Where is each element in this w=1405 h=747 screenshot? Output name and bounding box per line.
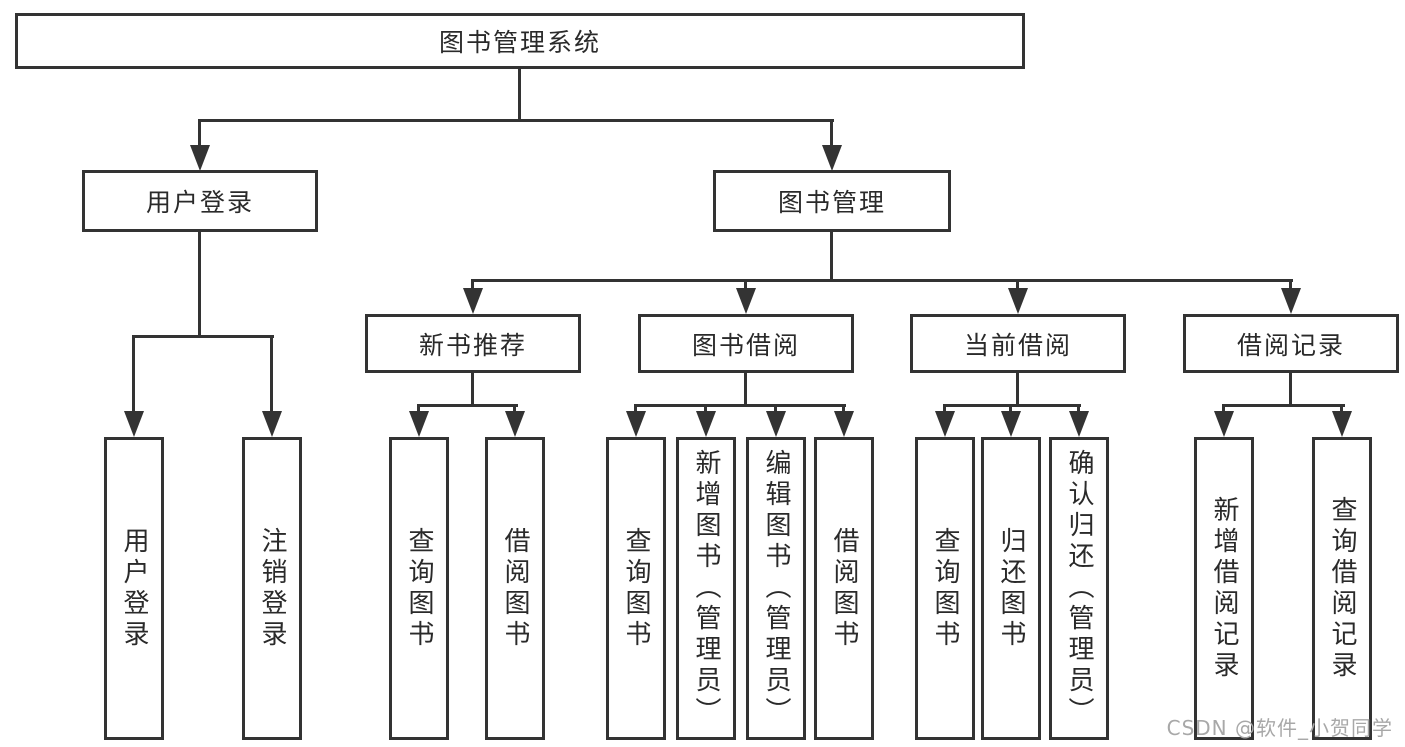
csdn-watermark: CSDN @软件_小贺同学 (1166, 716, 1393, 740)
node-label: 查询图书 (404, 526, 434, 651)
arrowhead-down (262, 411, 282, 437)
leaf-nb-borrow-books: 借阅图书 (485, 437, 545, 740)
leaf-user-login: 用户登录 (104, 437, 164, 740)
connector-line (744, 371, 747, 407)
connector-line (198, 119, 834, 122)
leaf-br-query-record: 查询借阅记录 (1312, 437, 1372, 740)
leaf-bb-edit-books-admin: 编辑图书（管理员） (746, 437, 806, 740)
connector-line (774, 404, 777, 413)
node-label: 借阅图书 (829, 526, 859, 651)
connector-line (417, 404, 420, 413)
connector-line (830, 119, 833, 150)
arrowhead-down (935, 411, 955, 437)
node-user-login: 用户登录 (82, 170, 318, 232)
connector-line (943, 404, 946, 413)
connector-line (270, 335, 273, 413)
node-label: 查询图书 (930, 526, 960, 651)
node-current-borrowing: 当前借阅 (910, 314, 1126, 373)
arrowhead-down (626, 411, 646, 437)
connector-line (1340, 404, 1343, 413)
leaf-cb-query-books: 查询图书 (915, 437, 975, 740)
connector-line (634, 404, 846, 407)
node-label: 归还图书 (996, 526, 1026, 651)
leaf-bb-add-books-admin: 新增图书（管理员） (676, 437, 736, 740)
connector-line (471, 279, 474, 292)
connector-line (744, 279, 747, 292)
connector-line (132, 335, 135, 413)
leaf-bb-query-books: 查询图书 (606, 437, 666, 740)
arrowhead-down (1281, 288, 1301, 314)
node-label: 图书管理系统 (438, 28, 601, 57)
node-new-book-recommend: 新书推荐 (365, 314, 581, 373)
node-label: 新增图书（管理员） (691, 449, 721, 728)
connector-line (704, 404, 707, 413)
arrowhead-down (1214, 411, 1234, 437)
connector-line (1009, 404, 1012, 413)
arrowhead-down (1008, 288, 1028, 314)
arrowhead-down (463, 288, 483, 314)
leaf-cb-return-books: 归还图书 (981, 437, 1041, 740)
node-label: 确认归还（管理员） (1064, 449, 1094, 728)
node-label: 当前借阅 (963, 330, 1072, 360)
arrowhead-down (190, 145, 210, 171)
node-label: 借阅图书 (500, 526, 530, 651)
connector-line (943, 404, 1081, 407)
connector-line (1289, 371, 1292, 407)
connector-line (1016, 279, 1019, 292)
arrowhead-down (766, 411, 786, 437)
leaf-bb-borrow-books: 借阅图书 (814, 437, 874, 740)
connector-line (1016, 371, 1019, 407)
leaf-cb-confirm-return-admin: 确认归还（管理员） (1049, 437, 1109, 740)
node-label: 查询借阅记录 (1327, 495, 1357, 682)
connector-line (471, 371, 474, 407)
arrowhead-down (505, 411, 525, 437)
connector-line (842, 404, 845, 413)
node-label: 图书借阅 (691, 330, 800, 360)
node-label: 查询图书 (621, 526, 651, 651)
node-book-borrowing: 图书借阅 (638, 314, 854, 373)
node-library-management-system: 图书管理系统 (15, 13, 1025, 69)
node-label: 图书管理 (777, 188, 886, 217)
arrowhead-down (696, 411, 716, 437)
arrowhead-down (1069, 411, 1089, 437)
arrowhead-down (124, 411, 144, 437)
connector-line (198, 119, 201, 150)
node-label: 注销登录 (257, 526, 287, 651)
arrowhead-down (736, 288, 756, 314)
node-label: 编辑图书（管理员） (761, 449, 791, 728)
node-label: 借阅记录 (1236, 330, 1345, 360)
node-label: 新增借阅记录 (1209, 495, 1239, 682)
connector-line (417, 404, 518, 407)
arrowhead-down (1001, 411, 1021, 437)
arrowhead-down (822, 145, 842, 171)
arrowhead-down (834, 411, 854, 437)
leaf-br-add-record: 新增借阅记录 (1194, 437, 1254, 740)
arrowhead-down (1332, 411, 1352, 437)
leaf-logout: 注销登录 (242, 437, 302, 740)
connector-line (132, 335, 274, 338)
leaf-nb-query-books: 查询图书 (389, 437, 449, 740)
connector-line (634, 404, 637, 413)
node-book-management: 图书管理 (713, 170, 951, 232)
connector-line (471, 279, 1293, 282)
connector-line (830, 229, 833, 282)
node-label: 用户登录 (119, 526, 149, 651)
connector-line (513, 404, 516, 413)
connector-line (518, 66, 521, 121)
connector-line (198, 229, 201, 338)
connector-line (1222, 404, 1345, 407)
node-label: 新书推荐 (418, 330, 527, 360)
arrowhead-down (409, 411, 429, 437)
connector-line (1222, 404, 1225, 413)
connector-line (1077, 404, 1080, 413)
node-borrowing-records: 借阅记录 (1183, 314, 1399, 373)
connector-line (1289, 279, 1292, 292)
node-label: 用户登录 (145, 188, 254, 217)
